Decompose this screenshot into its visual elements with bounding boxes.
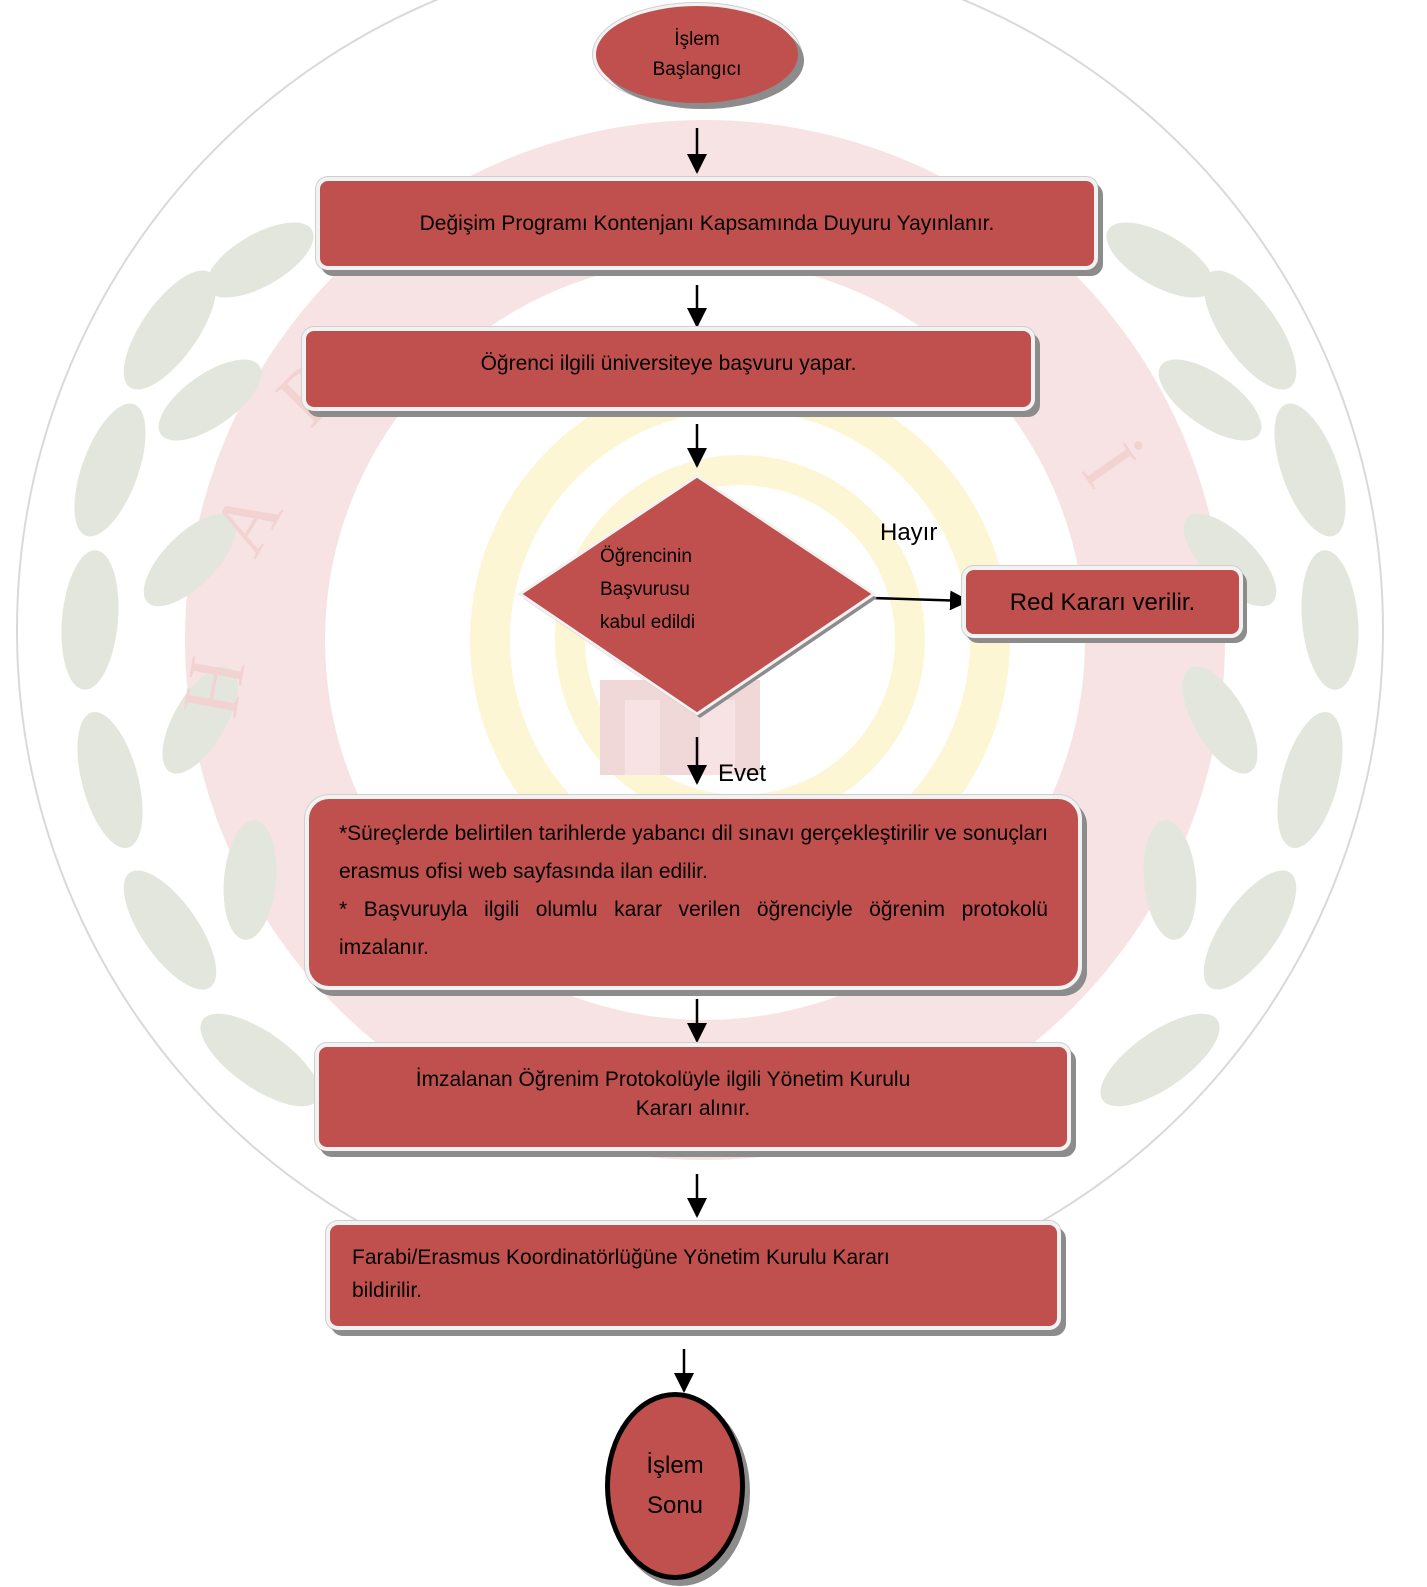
edge-label-yes: Evet <box>718 760 767 787</box>
notify-line2: bildirilir. <box>352 1279 423 1302</box>
end-terminal: İşlem Sonu <box>605 1392 745 1580</box>
end-line1: İşlem <box>646 1452 704 1479</box>
start-line1: İşlem <box>674 28 720 50</box>
reject-step: Red Kararı verilir. <box>962 566 1243 638</box>
board-line1: İmzalanan Öğrenim Protokolüyle ilgili Yö… <box>415 1068 911 1091</box>
board-decision-step: İmzalanan Öğrenim Protokolüyle ilgili Yö… <box>315 1043 1071 1151</box>
arrow-decision-to-reject <box>871 590 970 611</box>
edge-label-no: Hayır <box>880 519 938 546</box>
end-line2: Sonu <box>646 1492 704 1519</box>
apply-step: Öğrenci ilgili üniversiteye başvuru yapa… <box>302 327 1035 411</box>
board-line2: Kararı alınır. <box>635 1097 751 1120</box>
announce-text: Değişim Programı Kontenjanı Kapsamında D… <box>419 212 995 235</box>
decision-diamond <box>517 474 877 718</box>
exam-para2: * Başvuruyla ilgili olumlu karar verilen… <box>339 898 1048 959</box>
decision-label: Öğrencinin Başvurusu kabul edildi <box>600 540 760 639</box>
exam-protocol-step: *Süreçlerde belirtilen tarihlerde yabanc… <box>305 795 1082 990</box>
decision-line3: kabul edildi <box>600 612 696 633</box>
start-terminal: İşlem Başlangıcı <box>596 6 798 103</box>
notify-step: Farabi/Erasmus Koordinatörlüğüne Yönetim… <box>326 1221 1061 1330</box>
reject-text: Red Kararı verilir. <box>1009 588 1196 616</box>
notify-line1: Farabi/Erasmus Koordinatörlüğüne Yönetim… <box>352 1246 890 1269</box>
decision-line1: Öğrencinin <box>600 546 692 567</box>
decision-line2: Başvurusu <box>600 579 690 600</box>
exam-para1: *Süreçlerde belirtilen tarihlerde yabanc… <box>339 822 1048 883</box>
announce-step: Değişim Programı Kontenjanı Kapsamında D… <box>316 177 1098 270</box>
start-line2: Başlangıcı <box>652 58 742 80</box>
apply-text: Öğrenci ilgili üniversiteye başvuru yapa… <box>480 352 857 375</box>
